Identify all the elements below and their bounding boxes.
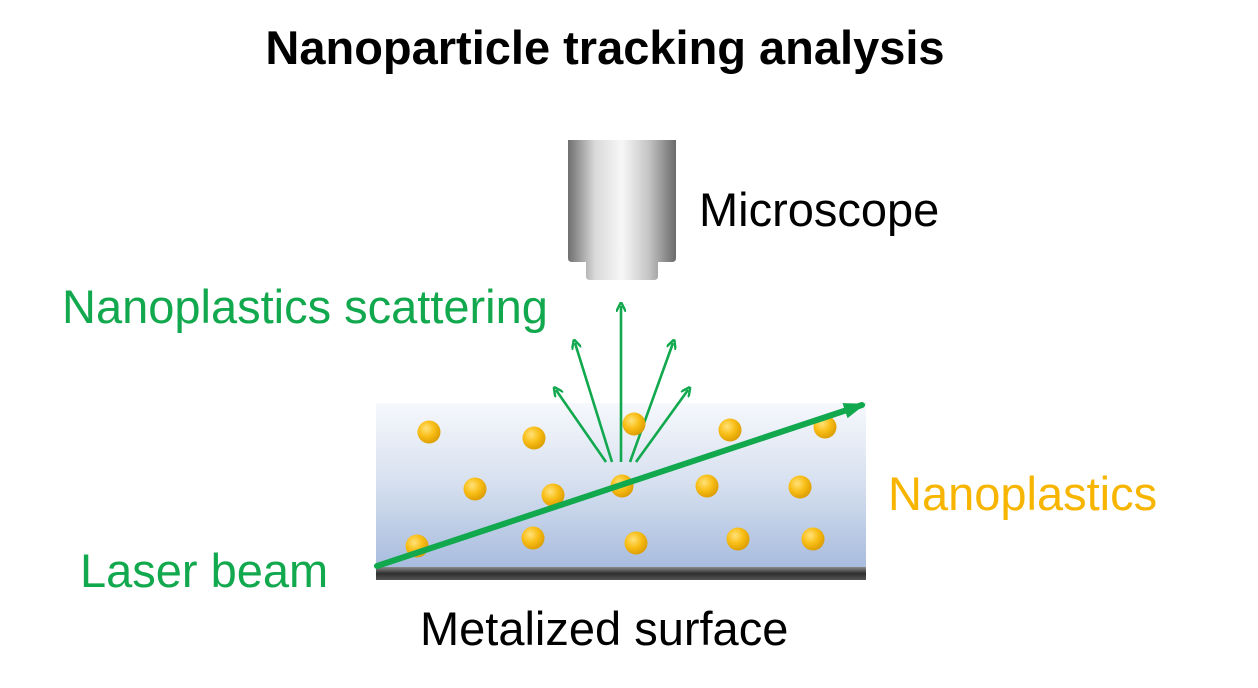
diagram-title: Nanoparticle tracking analysis [265,21,945,74]
nanoparticle-dot-icon [801,527,825,551]
nanoparticle-dot-icon [622,412,646,436]
nanoparticle-dot-icon [463,477,487,501]
scattering-label: Nanoplastics scattering [62,280,548,333]
nanoparticle-dot-icon [522,426,546,450]
nanoparticle-dot-icon [541,483,565,507]
nanoparticle-dot-icon [417,420,441,444]
nanoparticle-dot-icon [695,474,719,498]
microscope-objective-icon [568,140,676,280]
scattering-arrows [556,306,688,463]
scatter-arrow-2 [575,343,614,463]
microscope-label: Microscope [699,183,940,236]
nanoparticle-dot-icon [788,475,812,499]
metalized-surface-plate [376,567,866,580]
nanoparticle-dot-icon [718,418,742,442]
nanoplastics-label: Nanoplastics [888,467,1158,520]
metalized-surface-label: Metalized surface [420,602,789,655]
laser-beam-arrow [374,402,866,569]
scatter-arrow-4 [628,343,673,463]
nanoparticle-dot-icon [624,531,648,555]
scatter-arrow-5 [634,390,688,463]
nanoparticle-dot-icon [726,527,750,551]
scatter-arrow-1 [556,390,608,463]
laser-beam-label: Laser beam [80,544,329,597]
nanoparticle-dot-icon [521,526,545,550]
